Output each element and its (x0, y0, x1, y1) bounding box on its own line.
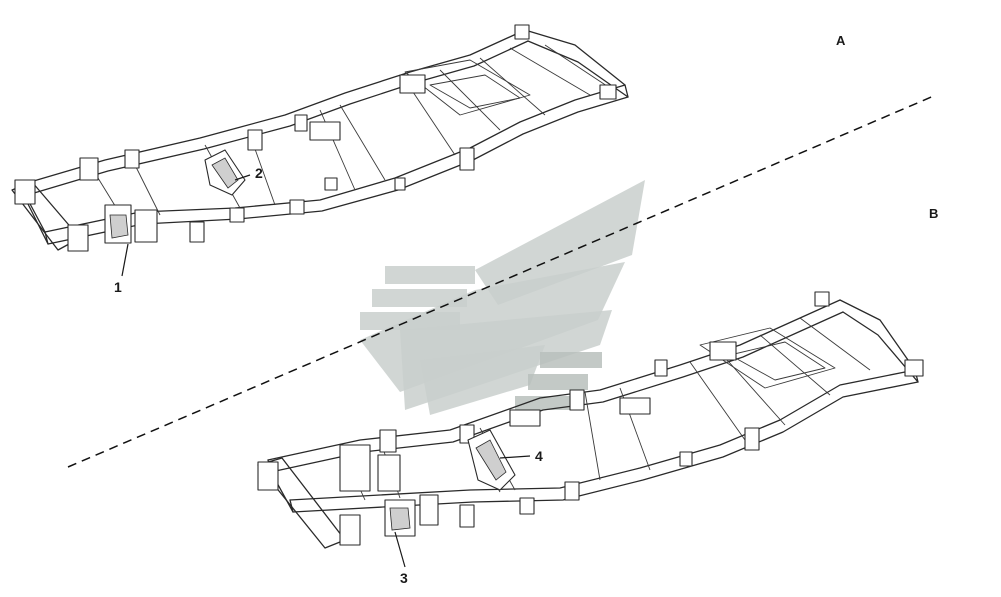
callout-leader-2 (234, 174, 251, 181)
callout-number-4: 4 (535, 448, 543, 464)
callout-number-3: 3 (400, 570, 408, 586)
section-label-a: A (836, 33, 846, 48)
callout-number-2: 2 (255, 165, 263, 181)
stylized-stripes-logo-icon (360, 180, 645, 415)
callout-leader-1 (121, 243, 129, 277)
callout-leader-4 (499, 455, 531, 459)
callout-number-1: 1 (114, 279, 122, 295)
callout-leader-3 (394, 531, 406, 568)
chassis-frame-b (257, 291, 924, 549)
section-divider-line (67, 94, 937, 468)
chassis-frame-a (11, 24, 629, 252)
section-label-b: B (929, 206, 938, 221)
